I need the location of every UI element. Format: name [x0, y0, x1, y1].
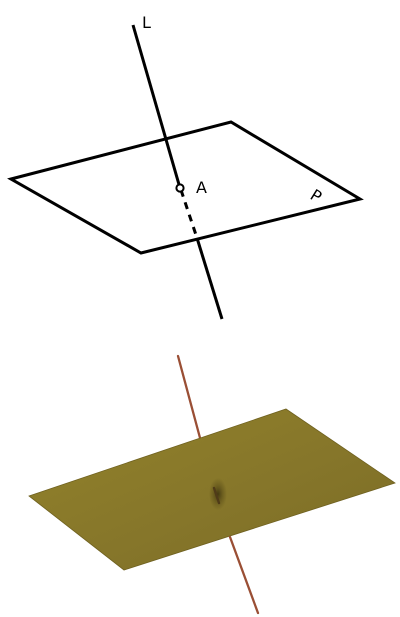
- point-label: A: [196, 178, 207, 197]
- plane-hole-shadow: [209, 478, 227, 510]
- line-l-upper-segment: [131, 24, 182, 189]
- rendered-3d-illustration: [28, 354, 396, 615]
- line-l-lower-segment: [195, 237, 224, 320]
- line-label: L: [142, 13, 151, 32]
- rod-front-segment: [228, 535, 260, 615]
- plane-p-outline: [7, 120, 364, 255]
- rod-through-plane: [212, 486, 221, 505]
- point-a-marker: [175, 183, 185, 193]
- line-drawing-diagram: L A P: [7, 13, 364, 320]
- plane-label: P: [307, 185, 326, 206]
- line-l-hidden-segment: [179, 189, 199, 239]
